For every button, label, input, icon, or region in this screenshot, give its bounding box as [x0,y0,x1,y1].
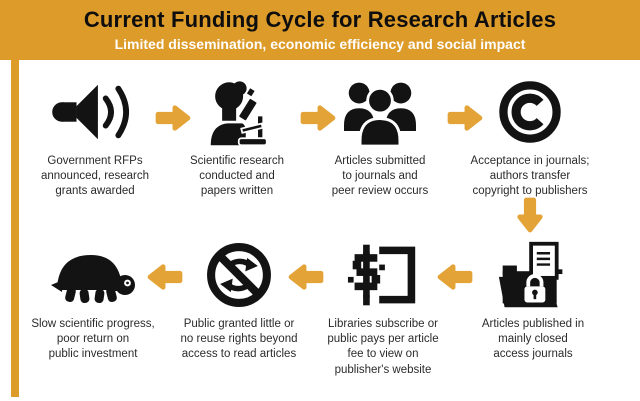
step-caption: Government RFPs announced, research gran… [40,155,150,198]
header-banner: Current Funding Cycle for Research Artic… [0,0,640,60]
step-no-reuse: Public granted little or no reuse rights… [164,238,314,363]
step-grants-announced: Government RFPs announced, research gran… [20,75,170,200]
step-caption: Libraries subscribe or public pays per a… [327,318,439,376]
step-paywall: Libraries subscribe or public pays per a… [308,238,458,378]
accent-bar [11,60,19,397]
step-caption: Public granted little or no reuse rights… [180,318,298,361]
page-subtitle: Limited dissemination, economic efficien… [114,36,526,53]
copyright-icon [499,81,561,143]
step-caption: Slow scientific progress, poor return on… [31,318,155,361]
megaphone-icon [52,84,130,140]
step-slow-progress: Slow scientific progress, poor return on… [18,238,168,363]
arrow-left-icon [288,264,324,290]
arrow-right-icon [447,105,483,131]
researcher-microscope-icon [210,81,268,147]
turtle-icon [51,255,135,304]
step-peer-review: Articles submitted to journals and peer … [305,75,455,200]
locked-folder-icon [498,241,563,308]
paywall-dollar-icon [347,244,416,306]
people-group-icon [344,82,416,148]
page-title: Current Funding Cycle for Research Artic… [83,7,557,32]
no-reuse-icon [207,243,271,307]
step-caption: Acceptance in journals; authors transfer… [470,155,590,198]
arrow-right-icon [300,105,336,131]
step-copyright-transfer: Acceptance in journals; authors transfer… [455,75,605,200]
step-closed-access: Articles published in mainly closed acce… [458,238,608,363]
arrow-right-icon [155,105,191,131]
arrow-down-icon [517,197,543,233]
arrow-left-icon [437,264,473,290]
step-caption: Articles submitted to journals and peer … [331,155,429,198]
step-research-conducted: Scientific research conducted and papers… [162,75,312,200]
step-caption: Scientific research conducted and papers… [190,155,284,198]
step-caption: Articles published in mainly closed acce… [481,318,585,361]
arrow-left-icon [147,264,183,290]
